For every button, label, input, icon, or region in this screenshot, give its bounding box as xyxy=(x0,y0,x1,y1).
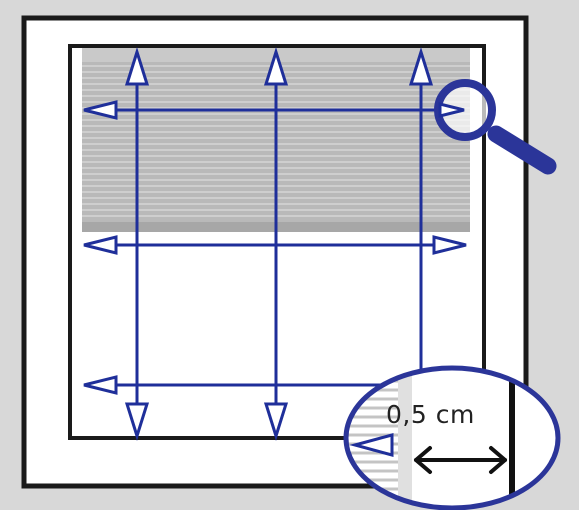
magnifying-glass-icon xyxy=(434,79,557,175)
arrow-heads xyxy=(83,46,467,442)
double-headed-arrow-icon xyxy=(83,100,118,120)
double-headed-arrow-icon xyxy=(432,235,467,255)
gap-measurement-label: 0,5 cm xyxy=(386,400,475,429)
zoom-bubble-outline xyxy=(343,365,561,510)
measurement-arrows xyxy=(88,56,464,432)
double-headed-arrow-icon xyxy=(83,235,118,255)
gap-measure-arrow xyxy=(414,446,507,474)
double-headed-arrow-icon xyxy=(124,46,150,86)
double-headed-arrow-icon xyxy=(263,46,289,86)
double-headed-arrow-icon xyxy=(124,402,150,442)
double-headed-arrow-icon xyxy=(83,375,118,395)
double-headed-arrow-icon xyxy=(408,46,434,86)
double-headed-arrow-icon xyxy=(263,402,289,442)
